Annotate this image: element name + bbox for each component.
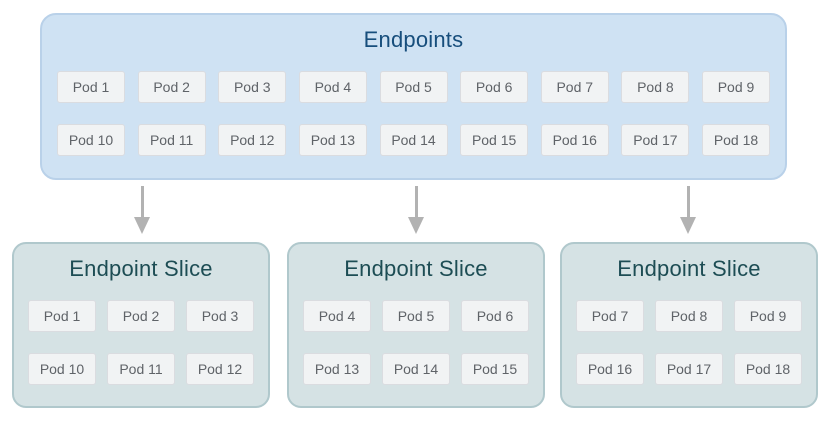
pod-chip: Pod 15 [460, 124, 529, 156]
endpoints-pod-grid: Pod 1 Pod 2 Pod 3 Pod 4 Pod 5 Pod 6 Pod 7 Pod 8… [57, 71, 770, 156]
pod-chip: Pod 5 [382, 300, 450, 332]
pod-chip: Pod 9 [702, 71, 770, 103]
arrow-stem [140, 186, 144, 217]
pod-chip: Pod 4 [298, 71, 367, 103]
arrow-head [680, 217, 696, 234]
pod-chip: Pod 10 [28, 353, 96, 385]
endpoint-slice-title: Endpoint Slice [617, 256, 761, 281]
pod-chip: Pod 7 [540, 71, 609, 103]
down-arrow-icon [134, 186, 150, 234]
endpoints-title: Endpoints [363, 27, 464, 52]
pod-chip: Pod 6 [461, 300, 529, 332]
pod-chip: Pod 5 [379, 71, 448, 103]
pod-chip: Pod 8 [655, 300, 723, 332]
pod-chip: Pod 12 [218, 124, 287, 156]
slice-pod-grid: Pod 1 Pod 2 Pod 3 Pod 10 Pod 11 Pod 12 [28, 300, 254, 385]
arrow-head [134, 217, 150, 234]
pod-chip: Pod 7 [576, 300, 644, 332]
arrow-stem [414, 186, 418, 217]
pod-chip: Pod 1 [57, 71, 125, 103]
endpoints-box: Endpoints Pod 1 Pod 2 Pod 3 Pod 4 Pod 5 Pod 6… [40, 13, 787, 180]
slice-pod-grid: Pod 7 Pod 8 Pod 9 Pod 16 Pod 17 Pod 18 [576, 300, 802, 385]
pod-chip: Pod 17 [655, 353, 723, 385]
pod-chip: Pod 15 [461, 353, 529, 385]
pod-chip: Pod 18 [702, 124, 770, 156]
pod-chip: Pod 14 [382, 353, 450, 385]
slice-pod-grid: Pod 4 Pod 5 Pod 6 Pod 13 Pod 14 Pod 15 [303, 300, 529, 385]
pod-chip: Pod 14 [379, 124, 448, 156]
pod-chip: Pod 6 [460, 71, 529, 103]
pod-chip: Pod 8 [621, 71, 690, 103]
pod-chip: Pod 2 [107, 300, 175, 332]
pod-chip: Pod 12 [186, 353, 254, 385]
pod-chip: Pod 16 [576, 353, 644, 385]
pod-chip: Pod 11 [107, 353, 175, 385]
pod-chip: Pod 18 [734, 353, 802, 385]
pod-chip: Pod 17 [621, 124, 690, 156]
pod-chip: Pod 13 [303, 353, 371, 385]
pod-chip: Pod 10 [57, 124, 125, 156]
pod-chip: Pod 1 [28, 300, 96, 332]
pod-chip: Pod 16 [540, 124, 609, 156]
endpoint-slice-title: Endpoint Slice [344, 256, 488, 281]
endpoint-slice-title: Endpoint Slice [69, 256, 213, 281]
down-arrow-icon [680, 186, 696, 234]
pod-chip: Pod 3 [186, 300, 254, 332]
pod-chip: Pod 9 [734, 300, 802, 332]
pod-chip: Pod 3 [218, 71, 287, 103]
arrow-head [408, 217, 424, 234]
arrow-stem [686, 186, 690, 217]
pod-chip: Pod 13 [298, 124, 367, 156]
pod-chip: Pod 11 [137, 124, 206, 156]
pod-chip: Pod 4 [303, 300, 371, 332]
pod-chip: Pod 2 [137, 71, 206, 103]
down-arrow-icon [408, 186, 424, 234]
